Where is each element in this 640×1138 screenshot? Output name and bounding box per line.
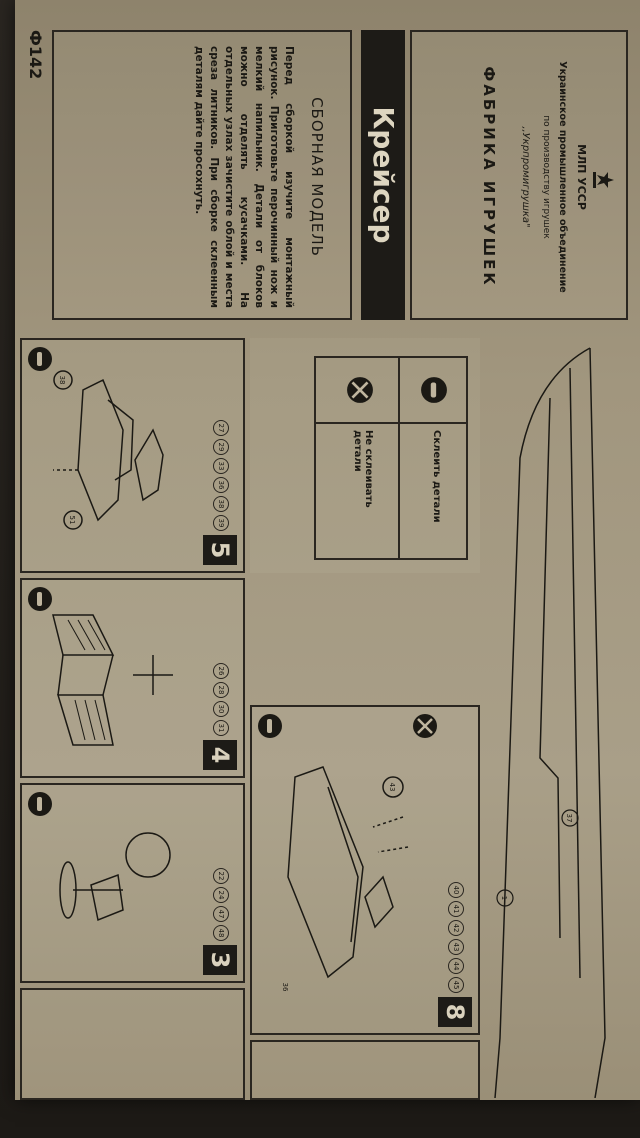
part-chip: 24 [213,887,229,903]
ministry-label: МЛП УССР [575,144,588,210]
part-chip: 45 [448,977,464,993]
step-3-drawing [59,832,171,922]
part-chip: 22 [213,868,229,884]
step-8-number: 8 [438,997,472,1027]
part-chip: 48 [213,925,229,941]
step-5-drawing: 38 51 [53,370,164,530]
title-panel: МЛП УССР Украинское промышленное объедин… [410,30,628,320]
step-partial-panel [20,988,245,1100]
hull-panel: 1 37 [485,338,620,1098]
callout: 36 [281,983,289,992]
step-3-number: 3 [203,945,237,975]
association-label-2: по производству игрушек [541,115,551,239]
step-5-number: 5 [203,535,237,565]
no-glue-icon [413,714,437,738]
legend-col-divider [316,422,466,424]
part-chip: 41 [448,901,464,917]
callout: 38 [58,376,66,385]
step-partial-panel [250,1040,480,1100]
part-chip: 33 [213,458,229,474]
factory-name: ФАБРИКА ИГРУШЕК [480,66,498,288]
step-4-panel: 4 26 28 30 31 [20,578,245,778]
part-chip: 40 [448,882,464,898]
step-8-parts: 40 41 42 43 44 45 [448,882,464,993]
part-chip: 39 [213,515,229,531]
part-chip: 27 [213,420,229,436]
legend-panel: Склеить детали Не склеивать детали [250,338,480,573]
product-title-banner: Крейсер [361,30,405,320]
part-chip: 36 [213,477,229,493]
legend-frame: Склеить детали Не склеивать детали [314,356,468,560]
callout: 37 [565,814,573,823]
callout: 1 [500,896,508,900]
part-chip: 44 [448,958,464,974]
part-chip: 47 [213,906,229,922]
part-chip: 26 [213,663,229,679]
glue-icon [28,792,52,816]
callout: 43 [388,783,396,792]
instructions-panel: СБОРНАЯ МОДЕЛЬ Перед сборкой изучите мон… [52,30,352,320]
glue-icon [421,377,447,403]
step-4-parts: 26 28 30 31 [213,663,229,736]
association-name: ,,Укрпромигрушка" [520,126,531,228]
part-chip: 31 [213,720,229,736]
step-3-parts: 22 24 47 48 [213,868,229,941]
step-4-drawing [52,614,173,746]
association-label: Украинское промышленное объединение [557,61,568,293]
model-code: Ф142 [26,30,45,80]
hull-drawing: 1 37 [494,347,606,1098]
legend-no-glue-label: Не склеивать детали [352,430,374,508]
legend-row-divider [398,358,400,558]
step-4-number: 4 [203,740,237,770]
callout: 51 [68,516,76,525]
glue-icon [28,587,52,611]
part-chip: 28 [213,682,229,698]
step-5-parts: 27 29 33 36 38 39 [213,420,229,531]
no-glue-icon [347,377,373,403]
section-title: СБОРНАЯ МОДЕЛЬ [308,97,326,257]
factory-emblem-icon [593,172,614,188]
part-chip: 43 [448,939,464,955]
instructions-text: Перед сборкой изучите монтажный рисунок.… [193,46,295,308]
glue-icon [258,714,282,738]
legend-glue-label: Склеить детали [431,430,442,523]
part-chip: 38 [213,496,229,512]
step-3-panel: 3 22 24 47 48 [20,783,245,983]
step-8-drawing: 43 36 [281,766,409,992]
product-title: Крейсер [367,106,400,244]
instruction-sheet: МЛП УССР Украинское промышленное объедин… [15,0,640,1100]
step-5-panel: 5 27 29 33 36 38 39 38 51 [20,338,245,573]
step-8-panel: 8 40 41 42 43 44 45 43 36 [250,705,480,1035]
part-chip: 30 [213,701,229,717]
part-chip: 42 [448,920,464,936]
glue-icon [28,347,52,371]
part-chip: 29 [213,439,229,455]
